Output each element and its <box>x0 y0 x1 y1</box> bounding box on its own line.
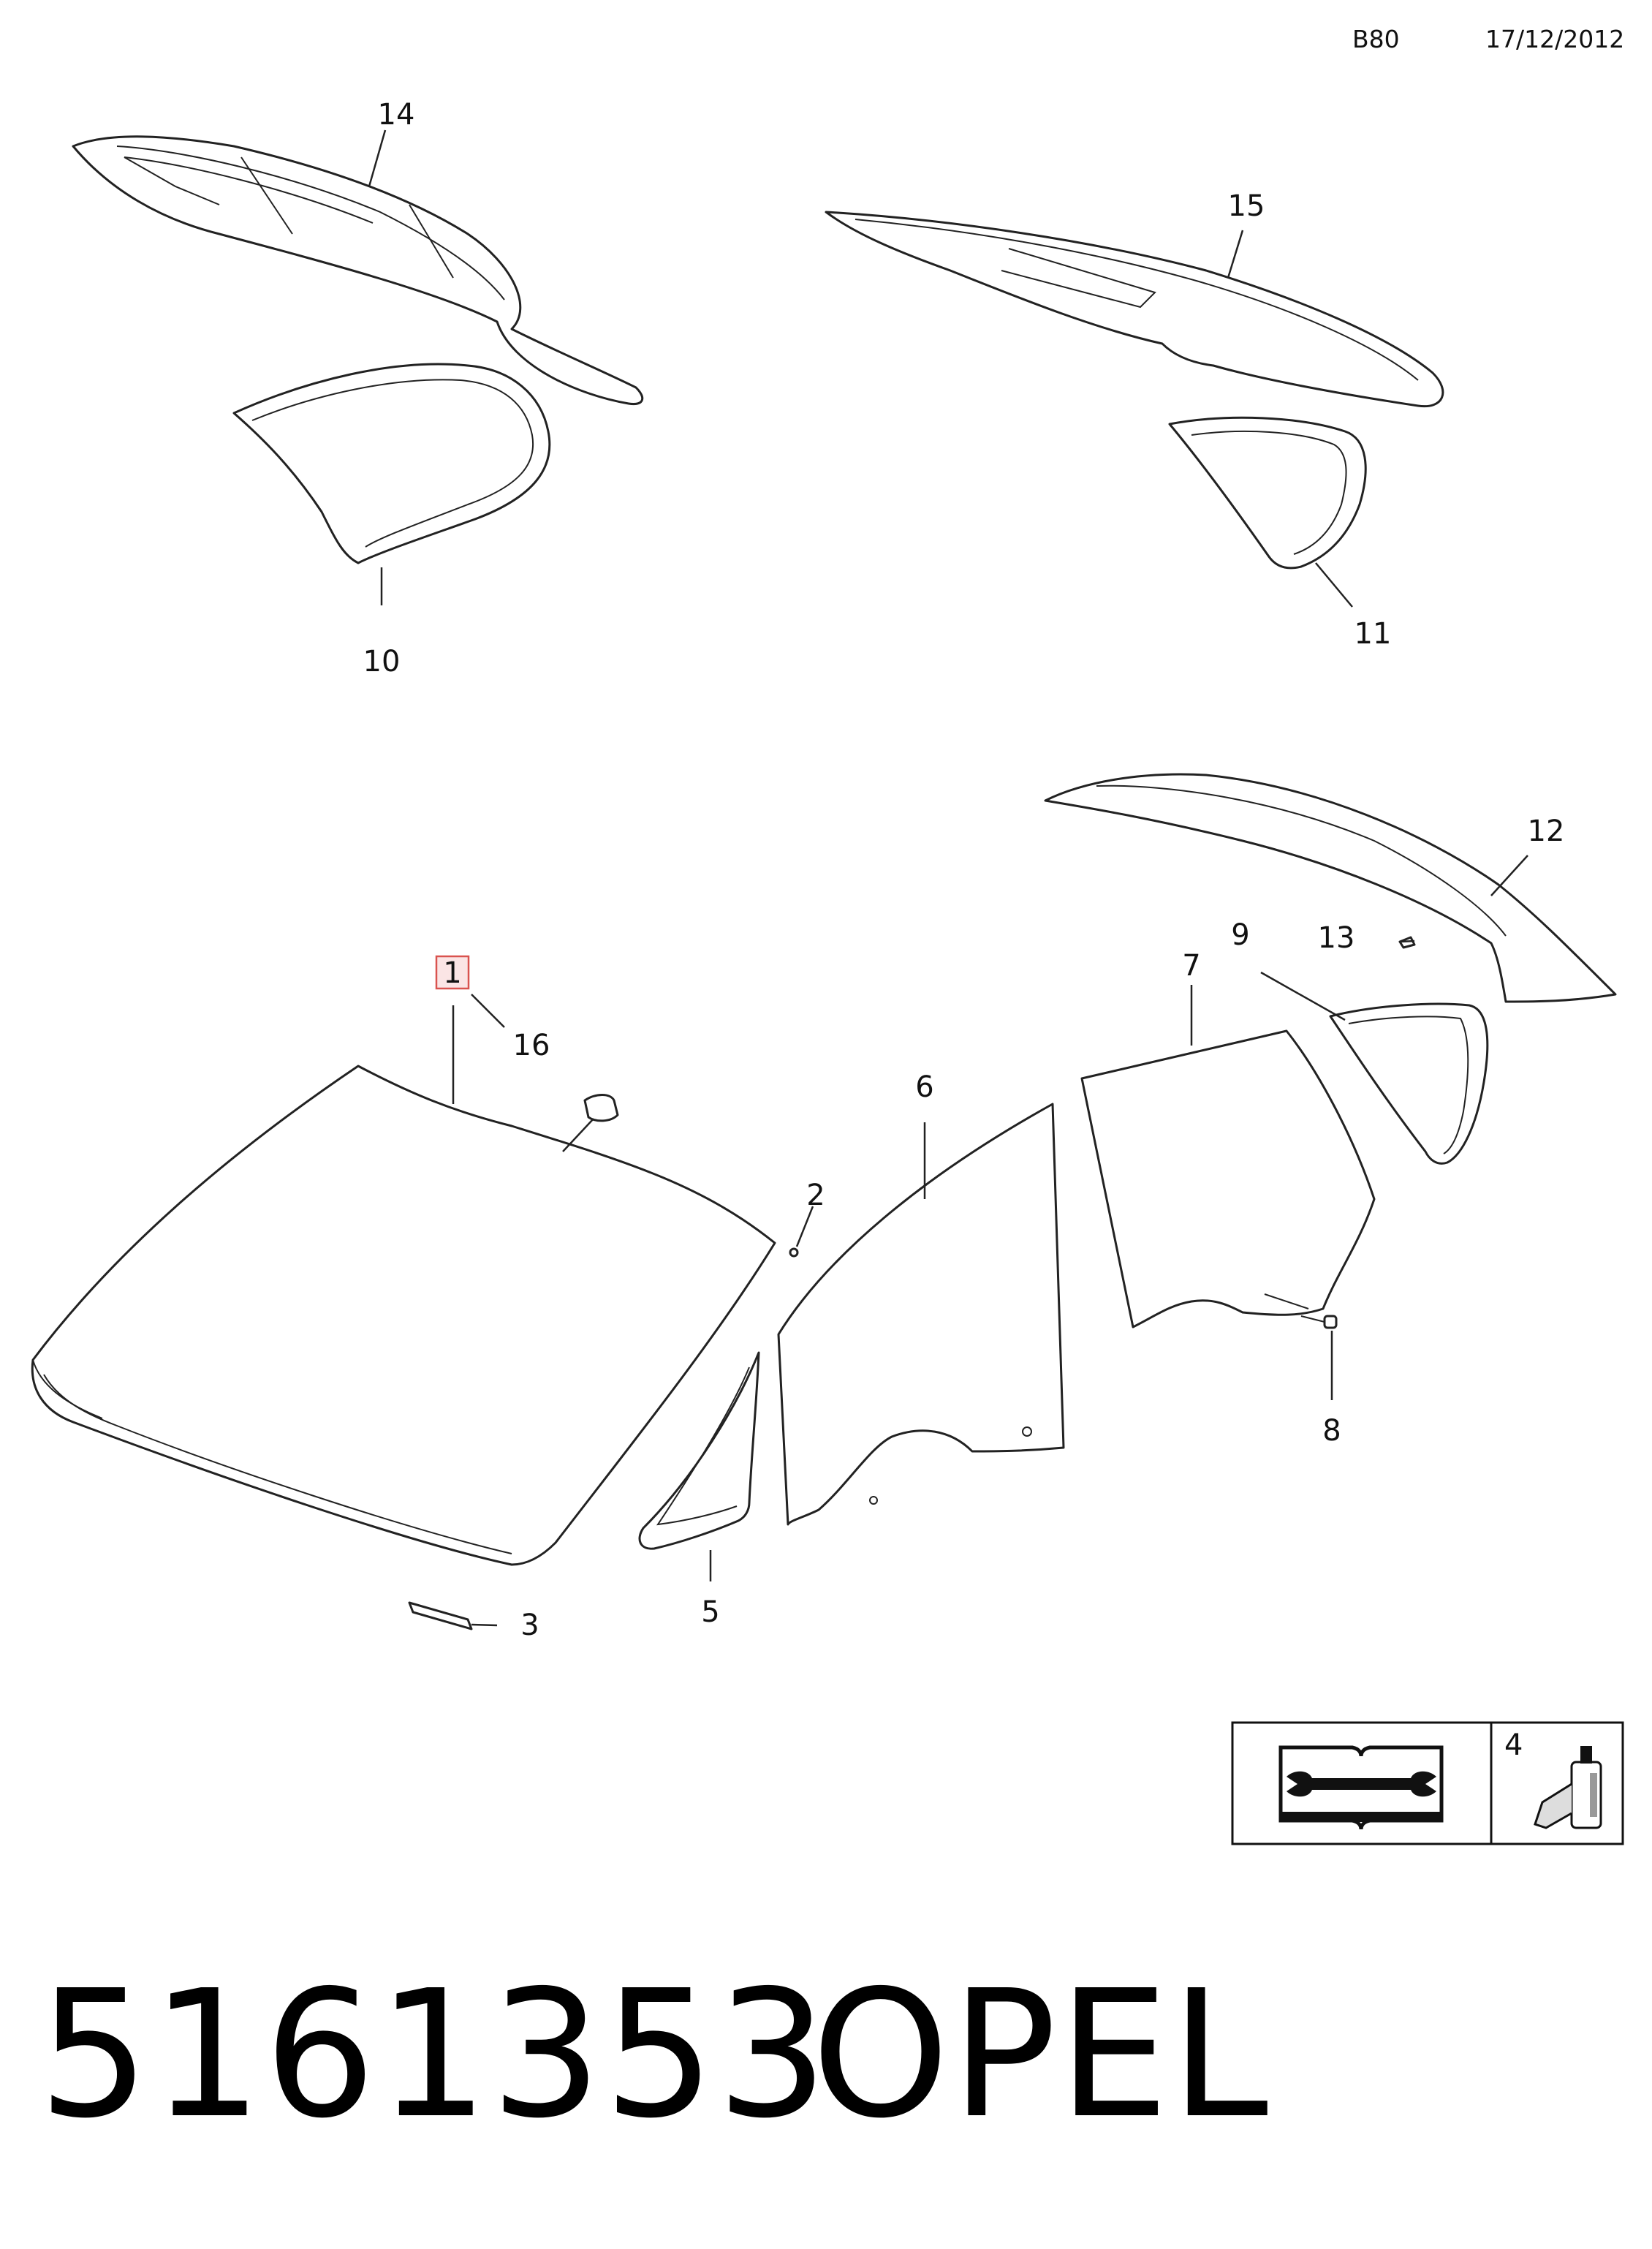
part-9-seal[interactable] <box>1329 1002 1489 1165</box>
callout-8[interactable]: 8 <box>1322 1414 1341 1448</box>
part-3-strip[interactable] <box>408 1601 473 1630</box>
part-5-seal[interactable] <box>638 1351 760 1550</box>
legend-box: 4 <box>1231 1721 1624 1845</box>
callout-2[interactable]: 2 <box>806 1179 825 1212</box>
part-6-door-glass[interactable] <box>777 1103 1065 1526</box>
callout-9[interactable]: 9 <box>1231 918 1249 952</box>
diagram-date: 17/12/2012 <box>1485 25 1625 53</box>
callout-13[interactable]: 13 <box>1318 921 1355 955</box>
brand-name: OPEL <box>811 1952 1270 2157</box>
part-14-glass[interactable] <box>72 135 644 406</box>
callout-11[interactable]: 11 <box>1354 617 1392 651</box>
part-number: 5161353 <box>38 1952 830 2157</box>
callout-14[interactable]: 14 <box>378 98 415 132</box>
callout-10[interactable]: 10 <box>363 645 401 679</box>
callout-7[interactable]: 7 <box>1182 949 1200 983</box>
part-12-rear-window[interactable] <box>1044 773 1617 1003</box>
book-wrench-icon[interactable] <box>1278 1745 1444 1830</box>
callout-4[interactable]: 4 <box>1504 1728 1523 1762</box>
callout-1[interactable]: 1 <box>443 956 461 990</box>
callout-5[interactable]: 5 <box>701 1595 719 1629</box>
part-16-cover[interactable] <box>583 1094 619 1122</box>
part-8-fastener[interactable] <box>1300 1315 1338 1329</box>
part-1-windshield[interactable] <box>31 1065 776 1566</box>
part-15-glass[interactable] <box>825 211 1444 408</box>
callout-6[interactable]: 6 <box>915 1070 933 1104</box>
part-7-door-glass[interactable] <box>1080 1029 1376 1328</box>
callout-3[interactable]: 3 <box>520 1609 539 1642</box>
callout-1-highlight <box>435 955 470 990</box>
leader-lines <box>368 129 1528 1627</box>
part-2-nut[interactable] <box>789 1247 799 1258</box>
callout-15[interactable]: 15 <box>1228 189 1265 223</box>
callout-12[interactable]: 12 <box>1528 814 1565 848</box>
adhesive-bottle-icon[interactable] <box>1534 1746 1602 1829</box>
parts-diagram: 1 2 3 5 6 7 8 9 10 11 12 13 14 15 16 4 <box>31 98 1624 1845</box>
callout-16[interactable]: 16 <box>513 1029 550 1062</box>
part-13-clip[interactable] <box>1398 936 1416 949</box>
part-11-seal[interactable] <box>1168 416 1367 570</box>
part-10-seal[interactable] <box>232 363 551 564</box>
diagram-code: B80 <box>1352 25 1400 53</box>
